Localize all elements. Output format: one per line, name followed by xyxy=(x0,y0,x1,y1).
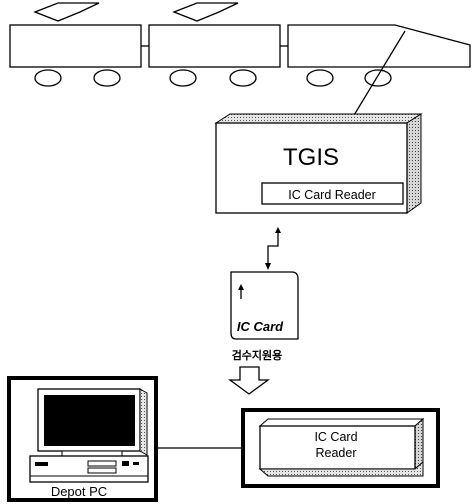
depot-reader-frame: IC Card Reader xyxy=(243,410,438,486)
wheel xyxy=(35,70,61,86)
wheel xyxy=(94,70,120,86)
ic-card-caption: 검수지원용 xyxy=(232,348,283,362)
wheel xyxy=(230,70,256,86)
pantograph-1 xyxy=(35,3,99,21)
car-body-1 xyxy=(10,25,141,67)
monitor-stand xyxy=(62,451,122,456)
power-button xyxy=(122,461,129,466)
tgis-title: TGIS xyxy=(283,144,339,171)
train xyxy=(10,3,470,86)
depot-pc-frame: Depot PC xyxy=(9,378,156,500)
drive-slot xyxy=(88,468,116,473)
reader-bevel-side xyxy=(415,419,423,469)
car-body-2 xyxy=(149,25,280,67)
tgis-unit: TGIS IC Card Reader xyxy=(216,114,421,213)
wheel xyxy=(365,70,391,86)
reader-bevel-top xyxy=(260,419,423,426)
wheel xyxy=(307,70,333,86)
train-car-1 xyxy=(10,3,141,86)
tgis-reader-label: IC Card Reader xyxy=(288,188,376,202)
tgis-bevel-top xyxy=(216,114,421,123)
tgis-bevel-side xyxy=(407,114,421,213)
status-light xyxy=(133,462,139,465)
monitor-screen xyxy=(44,395,135,446)
pantograph-2 xyxy=(174,3,238,21)
depot-reader-line2: Reader xyxy=(316,446,357,460)
floppy-drive xyxy=(35,462,48,466)
monitor-side xyxy=(140,389,147,455)
locomotive-body xyxy=(288,25,470,67)
ic-card-label: IC Card xyxy=(237,319,284,334)
locomotive xyxy=(288,25,470,86)
bidirectional-arrow xyxy=(265,227,281,270)
drive-slot xyxy=(88,461,116,466)
depot-reader-line1: IC Card xyxy=(314,430,357,444)
train-car-2 xyxy=(149,3,280,86)
ic-card: IC Card xyxy=(231,272,298,339)
depot-pc-label: Depot PC xyxy=(51,484,107,499)
wheel xyxy=(170,70,196,86)
down-arrow xyxy=(230,367,268,394)
